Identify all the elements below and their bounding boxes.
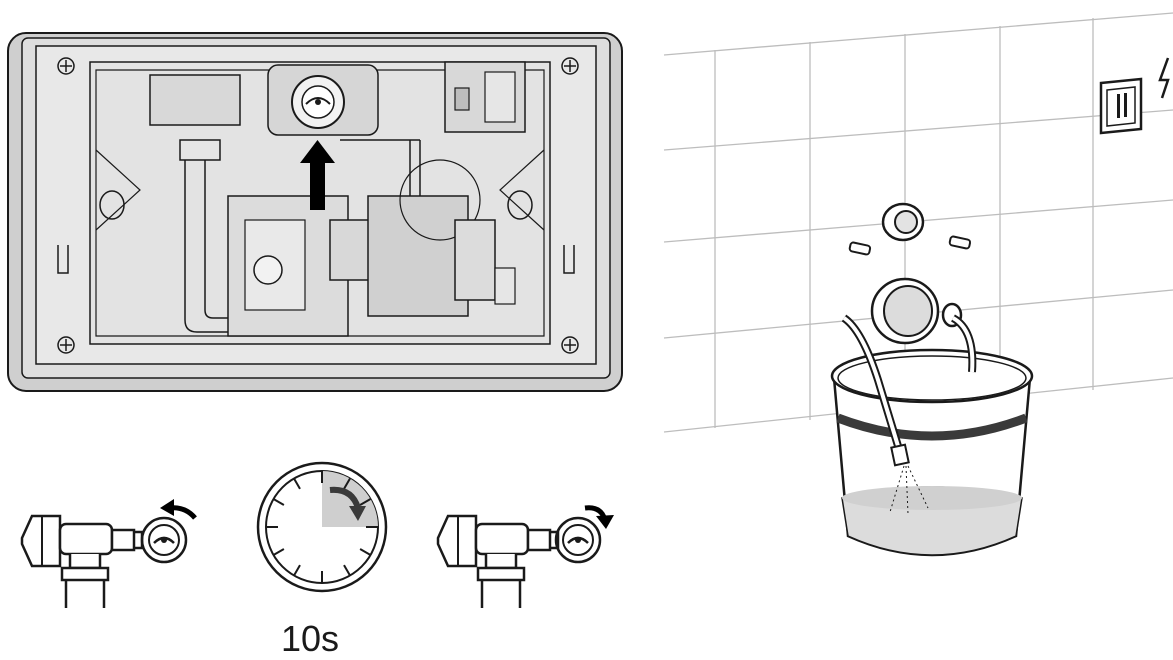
wall-bushing-icon	[881, 202, 925, 242]
pipe-outlet-icon	[870, 277, 963, 345]
valve-open-icon	[436, 505, 614, 608]
lightning-icon	[1158, 57, 1170, 99]
timer-tick	[359, 498, 371, 506]
timer-duration-label: 10s	[280, 618, 340, 659]
timer-tick	[359, 548, 371, 556]
screw-icon	[561, 57, 579, 75]
timer-tick	[273, 498, 285, 506]
up-arrow-icon	[300, 140, 335, 210]
timer-ticks	[266, 471, 378, 583]
timer-tick	[293, 478, 301, 490]
timer-tick	[293, 564, 301, 576]
cistern-panel-open-icon	[7, 32, 623, 392]
screw-icon	[561, 336, 579, 354]
timer-icon	[256, 461, 388, 593]
wall-plug-icon	[948, 235, 972, 250]
timer-tick	[343, 478, 351, 490]
screw-icon	[57, 336, 75, 354]
bucket-icon	[830, 314, 1034, 557]
screw-icon	[57, 57, 75, 75]
power-socket-icon	[1099, 77, 1143, 135]
wall-plug-icon	[848, 241, 872, 256]
timer-tick	[273, 548, 285, 556]
timer-tick	[343, 564, 351, 576]
valve-close-icon	[20, 499, 197, 608]
